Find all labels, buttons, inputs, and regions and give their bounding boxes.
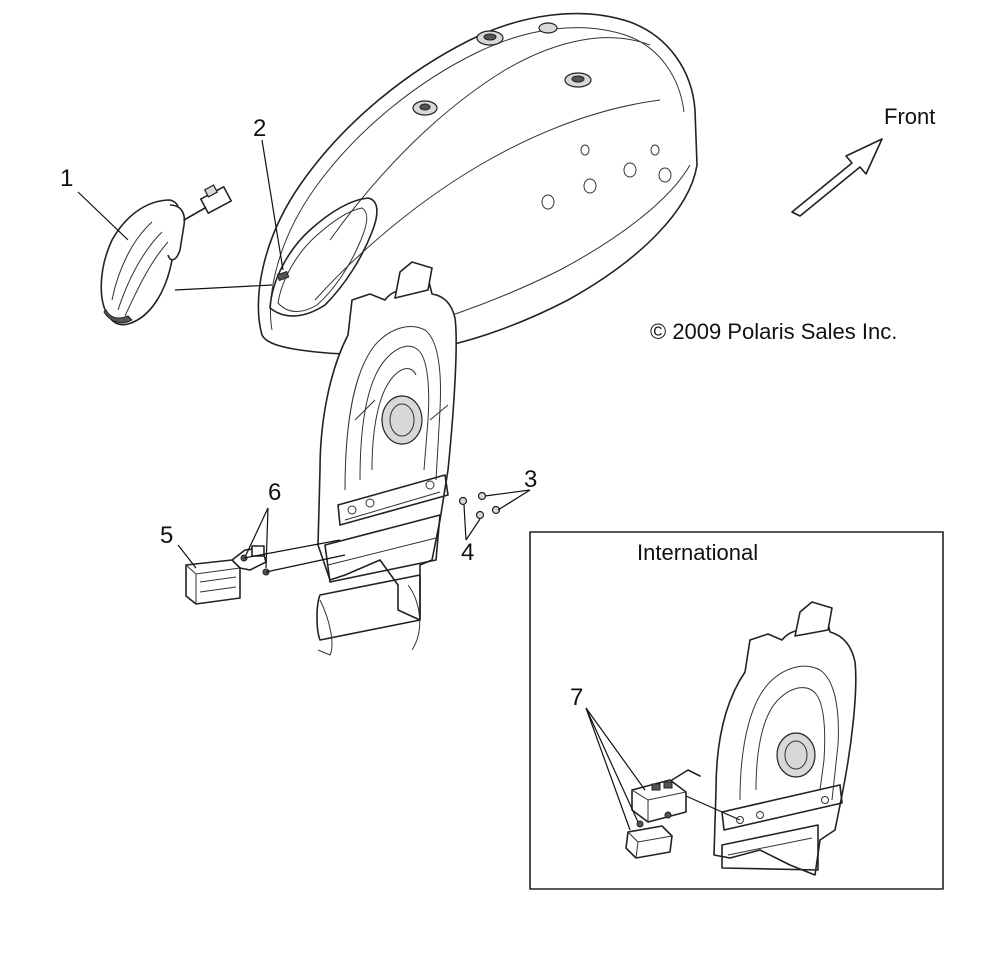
inset-title: International [637, 540, 758, 565]
rear-fender [257, 12, 698, 356]
inset-frame [529, 531, 944, 890]
copyright-text: © 2009 Polaris Sales Inc. [650, 319, 897, 344]
callout-6: 6 [268, 479, 281, 506]
callout-5: 5 [160, 522, 173, 549]
fender-mount-bosses [412, 22, 592, 116]
license-light [185, 545, 267, 605]
callout-4: 4 [461, 539, 474, 566]
callout-3: 3 [524, 466, 537, 493]
nuts-and-washers [458, 491, 501, 520]
callout-1: 1 [60, 165, 73, 192]
leader-lines [77, 139, 531, 573]
fender-side-holes [541, 144, 672, 210]
international-light-cover [625, 825, 673, 859]
license-plate-bracket [316, 261, 457, 656]
international-screw [636, 820, 644, 828]
front-label: Front [884, 104, 935, 129]
callout-7: 7 [570, 684, 583, 711]
callout-2: 2 [253, 115, 266, 142]
side-marker-light [100, 184, 233, 326]
front-direction-arrow [791, 138, 883, 217]
international-screw [664, 811, 672, 819]
international-inset [529, 531, 944, 890]
international-bracket [713, 601, 857, 876]
